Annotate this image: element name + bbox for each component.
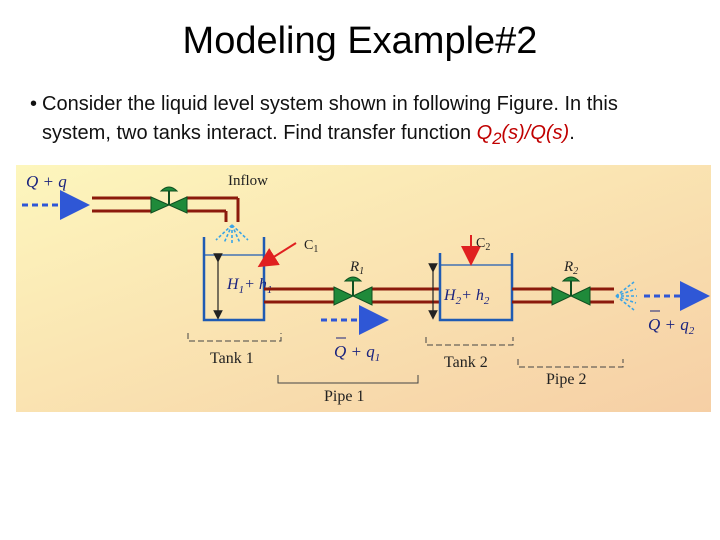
- tank-1: [202, 237, 266, 322]
- bullet-line-2: system, two tanks interact. Find transfe…: [42, 122, 575, 148]
- tank-2-height-label: H2+ h2: [443, 287, 490, 307]
- pipe-2: [512, 287, 614, 304]
- pipe-1-brace: [277, 375, 419, 384]
- q2-flow-label: Q + q2: [648, 315, 695, 337]
- r1-label: R1: [349, 259, 364, 277]
- bullet-dot: •: [30, 93, 38, 115]
- r2-label: R2: [563, 259, 578, 277]
- pipe-2-label: Pipe 2: [546, 371, 586, 388]
- tank-2: [438, 253, 514, 322]
- valve-r1: [333, 276, 373, 306]
- inflow-title: Inflow: [228, 173, 268, 189]
- bullet-text: •Consider the liquid level system shown …: [30, 90, 710, 153]
- c1-label: C1: [304, 238, 318, 255]
- liquid-level-figure: Q + q Inflow H1+ h1 C1: [16, 165, 711, 412]
- outflow-spray: [615, 281, 637, 311]
- inflow-flow-label: Q + q: [26, 172, 67, 191]
- bullet-line-1: •Consider the liquid level system shown …: [30, 90, 710, 119]
- inflow-spray: [215, 224, 249, 245]
- valve-r2: [551, 276, 591, 306]
- pipe-1-label: Pipe 1: [324, 388, 364, 405]
- pipe-2-brace: [517, 359, 624, 368]
- tank-2-label: Tank 2: [444, 354, 488, 371]
- figure-svg: Q + q Inflow H1+ h1 C1: [16, 165, 711, 412]
- tank-2-brace: [425, 337, 514, 346]
- bullet-line-1-text: Consider the liquid level system shown i…: [42, 93, 618, 115]
- c1-marker-arrow: [257, 242, 297, 268]
- q1-flow-label: Q + q1: [334, 342, 380, 364]
- tank-1-label: Tank 1: [210, 350, 254, 367]
- inflow-pipe: [92, 196, 240, 222]
- c2-label: C2: [476, 236, 490, 253]
- tank-1-brace: [187, 333, 282, 342]
- transfer-function: Q2(s)/Q(s): [476, 122, 570, 148]
- bullet-line-2-text: system, two tanks interact. Find transfe…: [42, 122, 477, 144]
- slide-title: Modeling Example#2: [182, 20, 538, 62]
- inflow-valve: [150, 186, 188, 214]
